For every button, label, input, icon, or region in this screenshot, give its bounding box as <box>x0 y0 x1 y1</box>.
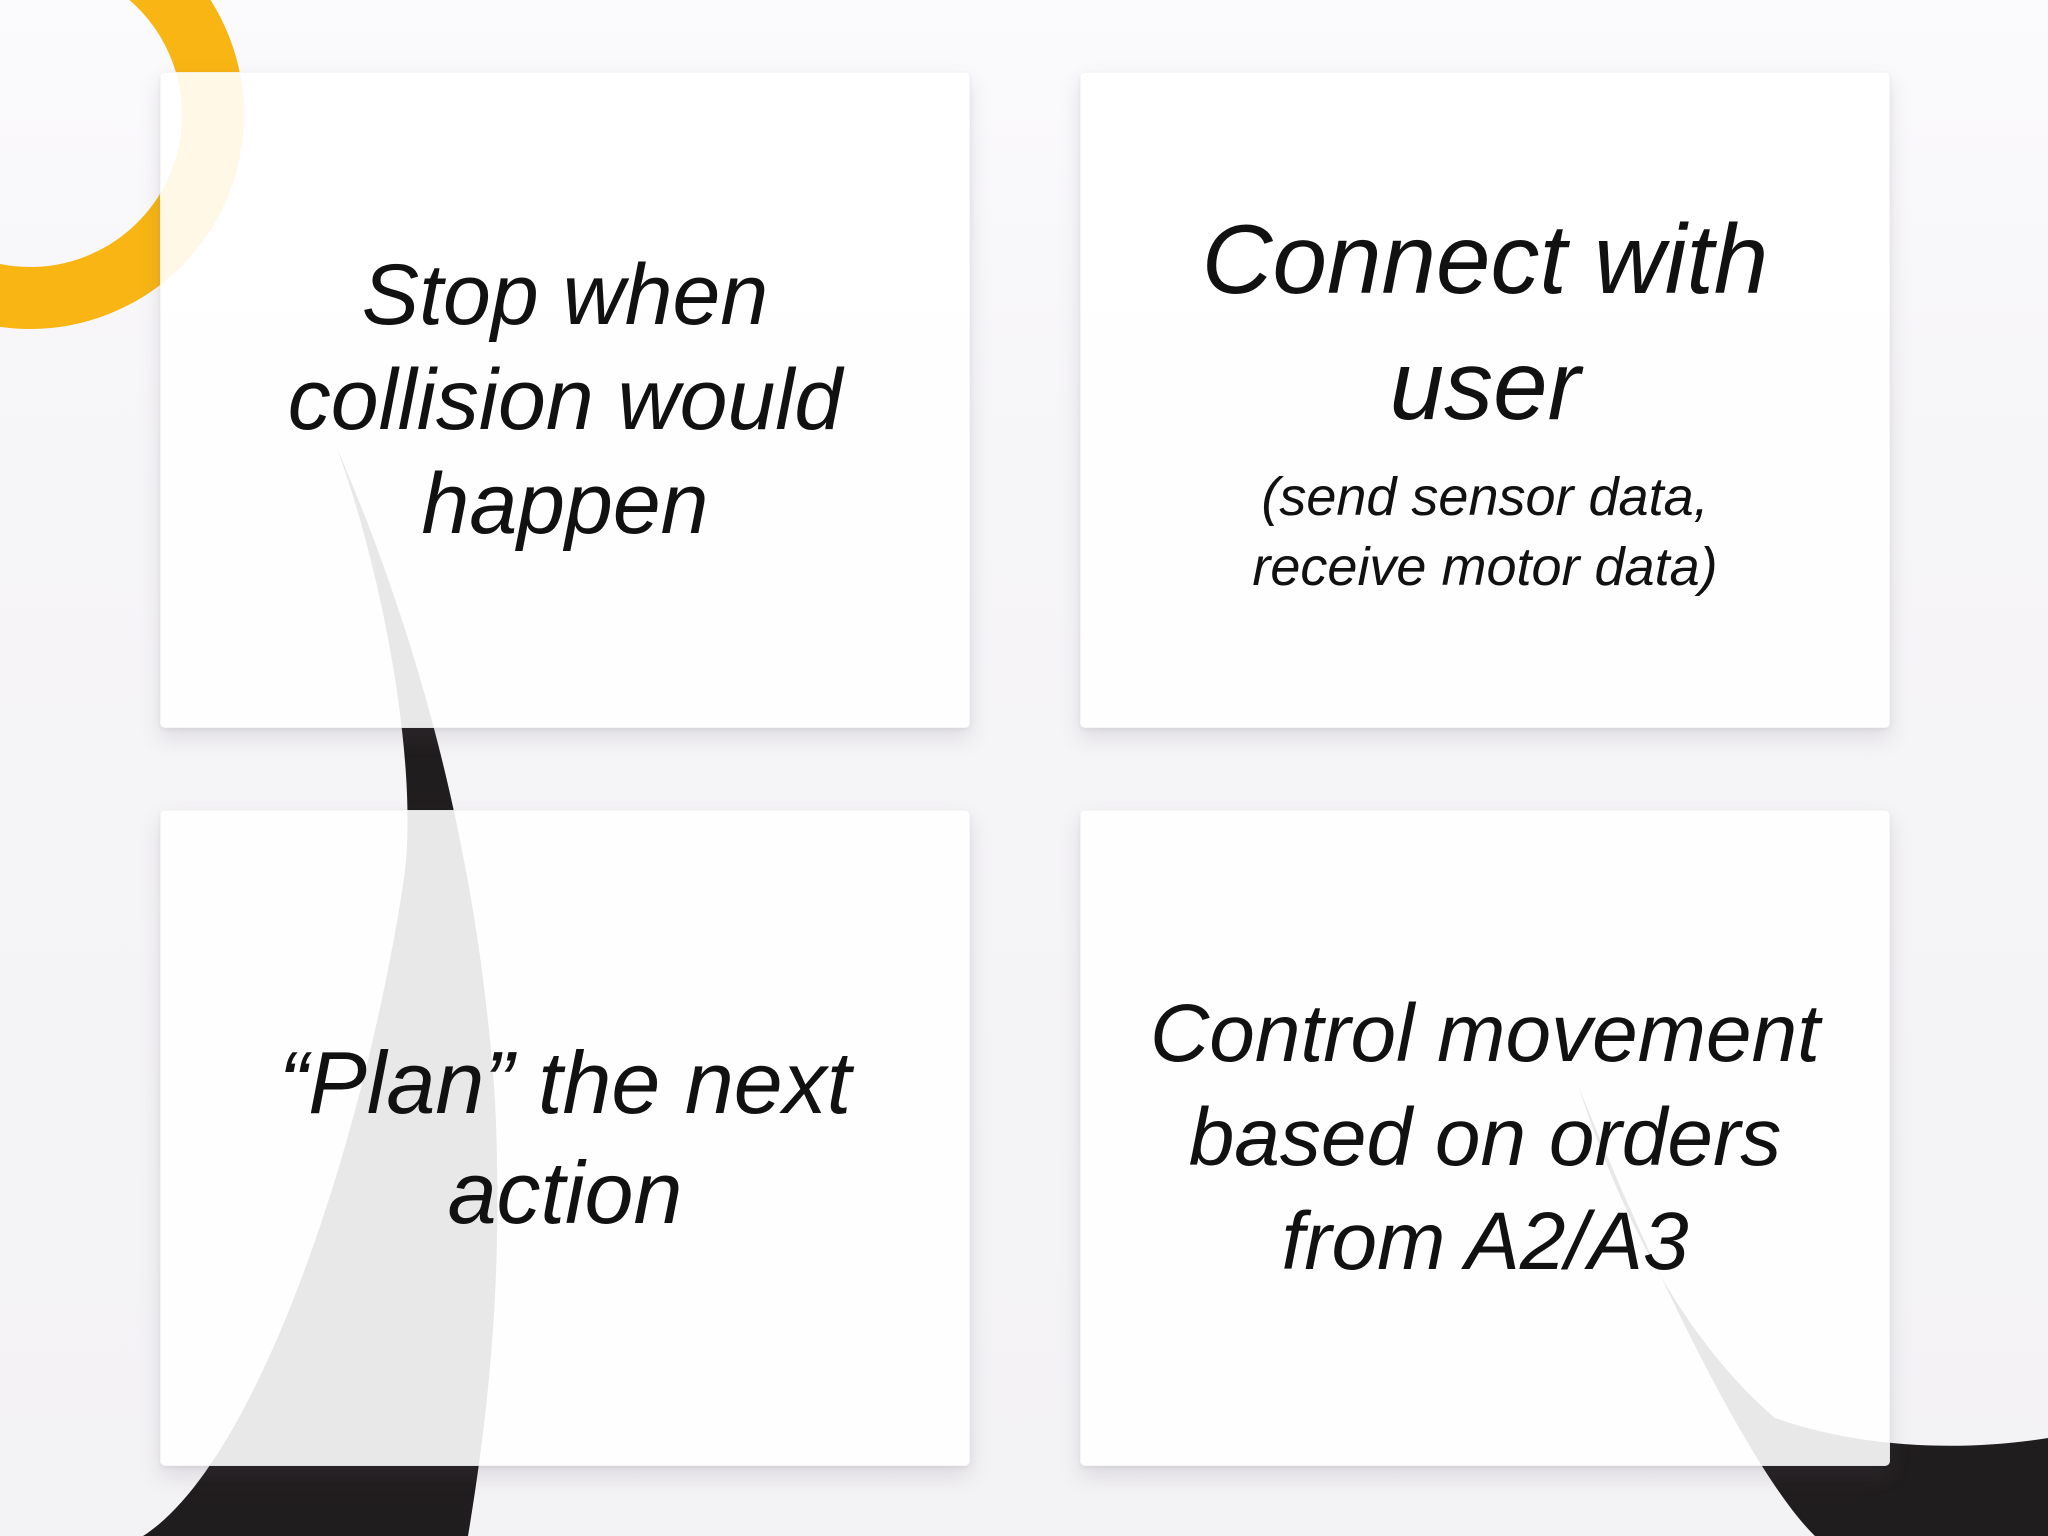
card-connect-user: Connect with user (send sensor data, rec… <box>1080 72 1890 728</box>
card-subtext-line: receive motor data) <box>1252 537 1718 598</box>
card-text-line: Control movement <box>1150 987 1820 1079</box>
card-subheading: (send sensor data, receive motor data) <box>1252 462 1717 602</box>
card-text-line: based on orders <box>1188 1091 1782 1183</box>
card-heading: Connect with user <box>1202 197 1769 448</box>
card-text-line: from A2/A3 <box>1281 1196 1689 1288</box>
card-text-line: Connect with <box>1201 204 1769 315</box>
card-text-line: collision would <box>287 351 843 448</box>
card-text-line: “Plan” the next <box>278 1033 852 1132</box>
card-text-line: user <box>1389 329 1581 440</box>
card-text-line: Stop when <box>361 246 769 343</box>
card-plan-action: “Plan” the next action <box>160 810 970 1466</box>
card-text-line: happen <box>421 456 709 553</box>
card-stop-collision: Stop when collision would happen <box>160 72 970 728</box>
card-subtext-line: (send sensor data, <box>1261 467 1709 528</box>
card-control-movement: Control movement based on orders from A2… <box>1080 810 1890 1466</box>
card-text-line: action <box>447 1143 683 1242</box>
